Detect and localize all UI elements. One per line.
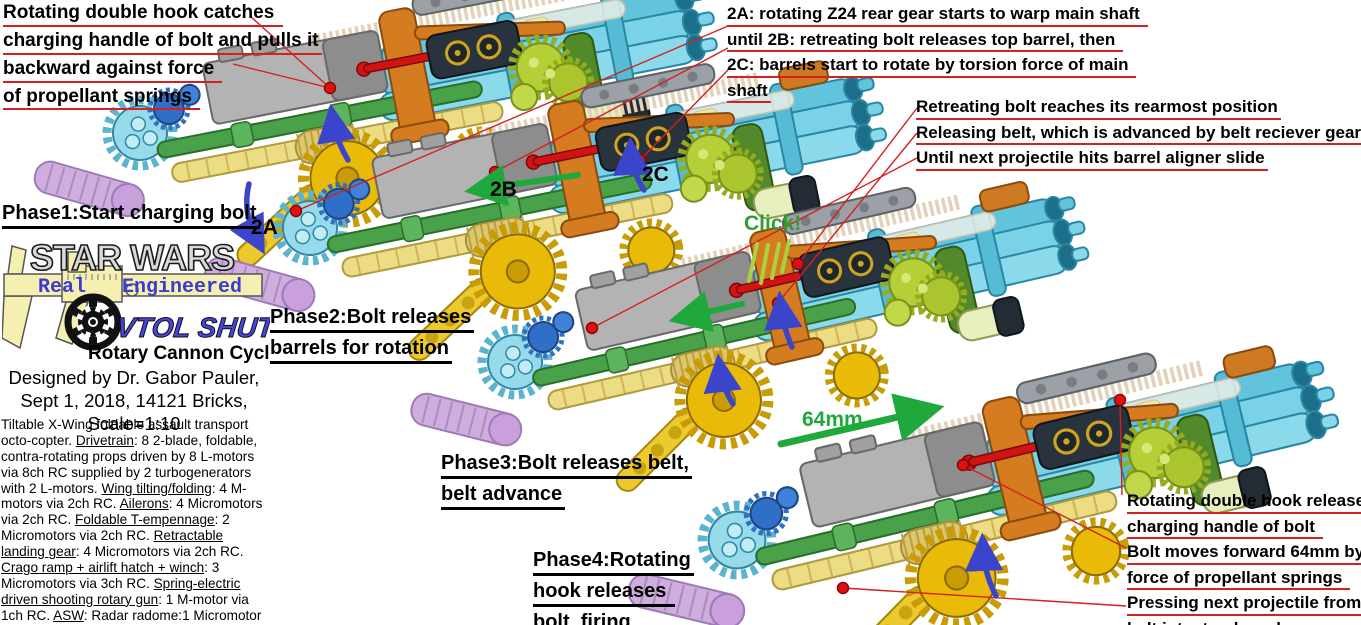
logo-subtitle-text: Rotary Cannon Cycle [88, 343, 270, 364]
imperial-emblem-icon [64, 293, 122, 351]
text-line: Phase2:Bolt releases [270, 306, 475, 333]
callout-label-click: Click! [744, 212, 802, 235]
text-line: : 2 Micromotors via 2ch RC. [1, 512, 230, 544]
phase1-label: Phase1:Start charging bolt [2, 202, 260, 233]
text-line: Retreating bolt reaches its rearmost pos… [916, 97, 1281, 120]
text-line: Rotating double hook releases [1127, 491, 1361, 514]
phase2-label: Phase2:Bolt releases barrels for rotation [270, 306, 475, 368]
spec-text: Tiltable X-Wing foldable assault transpo… [1, 417, 269, 625]
callout-label-2b: 2B [490, 178, 517, 201]
text-line: belt into top barrel [1127, 619, 1284, 625]
blue-motion-arrows [229, 103, 1004, 599]
annotation-top-left: Rotating double hook catches charging ha… [3, 2, 322, 113]
text-line: hook releases [533, 580, 675, 607]
logo-star-wars-text: STAR WARS [30, 238, 234, 278]
text-line: Releasing belt, which is advanced by bel… [916, 123, 1361, 146]
text-line: Rotating double hook catches [3, 2, 283, 27]
text-line: Pressing next projectile from [1127, 593, 1361, 616]
logo-art: STAR WARS Real Engineered VTOL SHUTTLE R… [1, 236, 330, 364]
text-line: Ailerons [119, 496, 169, 512]
annotation-bottom-right: Rotating double hook releases charging h… [1127, 491, 1361, 625]
text-line: until 2B: retreating bolt releases top b… [727, 30, 1123, 53]
text-line: Spring-electric driven shooting rotary g… [1, 575, 241, 607]
text-line: Retractable landing gear [1, 528, 224, 560]
text-line: belt advance [441, 483, 566, 510]
callout-label-64mm: 64mm [802, 408, 863, 431]
text-line: Phase3:Bolt releases belt, [441, 452, 692, 479]
text-line: : 4 Micromotors via 2ch RC. [75, 544, 244, 560]
text-line: Foldable T-empennage [75, 512, 215, 528]
text-line: force of propellant springs [1127, 568, 1351, 591]
text-line: bolt, firing [533, 611, 634, 625]
text-line: 2A: rotating Z24 rear gear starts to war… [727, 4, 1148, 27]
click-rays [747, 239, 791, 285]
text-line: : 4 Micromotors via 2ch RC. [1, 496, 263, 528]
green-motion-arrows [464, 164, 945, 448]
text-line: shaft [727, 81, 771, 104]
text-line: barrels for rotation [270, 337, 452, 364]
annotation-mid-right: Retreating bolt reaches its rearmost pos… [916, 97, 1361, 174]
caliper-ticks [67, 274, 117, 280]
text-line: ASW [53, 607, 84, 623]
phase4-label: Phase4:Rotating hook releases bolt, firin… [533, 549, 694, 625]
callout-label-2c: 2C [642, 163, 669, 186]
phase3-label: Phase3:Bolt releases belt, belt advance [441, 452, 692, 514]
text-line: Phase4:Rotating [533, 549, 694, 576]
logo-real-text: Real [38, 276, 86, 299]
text-line: Drivetrain [75, 432, 134, 448]
text-line: Phase1:Start charging bolt [2, 202, 260, 229]
text-line: : 3 Micromotors via 3ch RC. [1, 560, 220, 591]
annotation-top-right: 2A: rotating Z24 rear gear starts to war… [727, 4, 1148, 106]
text-line: : Radar radome:1 Micromotor via 1ch RC. … [1, 607, 262, 625]
text-line: Tiltable X-Wing foldable assault transpo… [1, 417, 249, 448]
text-line: of propellant springs [3, 86, 201, 111]
text-line: Until next projectile hits barrel aligne… [916, 148, 1268, 171]
text-line: Bolt moves forward 64mm by [1127, 542, 1361, 565]
text-line: : 1 M-motor via 1ch RC. [1, 591, 249, 623]
text-line: charging handle of bolt and pulls it [3, 30, 322, 55]
callout-label-2a: 2A [251, 216, 278, 239]
logo-engineered-text: Engineered [122, 276, 242, 299]
callout-leader-lines [232, 15, 1127, 607]
text-line: charging handle of bolt [1127, 517, 1323, 540]
logo-block: STAR WARS Real Engineered VTOL SHUTTLE R… [1, 236, 330, 373]
text-line: Crago ramp + airlift hatch + winch [1, 560, 205, 576]
text-line: : 4 M-motors via 2ch RC. [1, 480, 247, 512]
text-line: Wing tilting/folding [101, 480, 212, 496]
logo-product-text: VTOL SHUTTLE [115, 312, 270, 343]
text-line: : 8 2-blade, foldable, contra-rotating p… [1, 432, 258, 496]
designer-credit: Designed by Dr. Gabor Pauler, Sept 1, 20… [8, 367, 260, 435]
text-line: backward against force [3, 58, 223, 83]
text-line: 2C: barrels start to rotate by torsion f… [727, 55, 1137, 78]
